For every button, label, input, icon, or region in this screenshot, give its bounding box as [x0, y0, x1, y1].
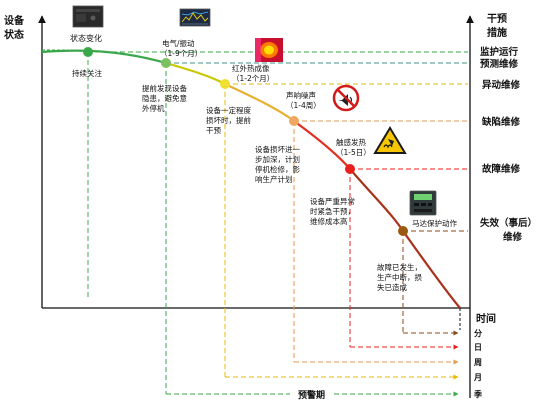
stage-title-electrical-1: 电气/振动 [162, 38, 195, 48]
stage-note-sound-1: 设备损坏进一 [255, 144, 300, 154]
unit-day: 日 [474, 343, 482, 352]
unit-quarter: 季 [473, 389, 483, 399]
stage-note-touch-2: 时紧急干预， [310, 206, 355, 216]
stage-point-motor-protect [398, 226, 408, 236]
stage-note-motor-1: 故障已发生， [377, 262, 422, 272]
stage-note-electrical-3: 外停机 [142, 103, 165, 113]
hot-surface-warning-icon [373, 126, 407, 154]
action-label-predict: 预测维修 [480, 58, 519, 70]
stage-title-electrical-2: （1-9个月） [160, 49, 202, 58]
no-sound-icon [332, 84, 360, 112]
right-axis-title-line2: 措施 [487, 26, 507, 39]
degradation-curve-green [41, 49, 167, 65]
monitor-device-icon [72, 5, 104, 28]
stage-point-touch-heat [345, 164, 355, 174]
right-axis-title-line1: 干预 [487, 13, 507, 25]
stage-note-infrared-1: 设备一定程度 [206, 105, 251, 115]
stage-point-sound [289, 116, 299, 126]
stage-title-touch-1: 触感发热 [336, 137, 366, 147]
stage-note-touch-3: 维修成本高 [310, 216, 348, 226]
stage-note-electrical-1: 提前发现设备 [142, 83, 187, 93]
x-axis-title: 时间 [476, 312, 496, 325]
stage-point-electrical [161, 58, 171, 68]
action-label-failure-line1: 失效（事后） [480, 217, 537, 229]
stage-title-state-change: 状态变化 [70, 33, 102, 43]
y-axis-title-line1: 设备 [4, 14, 25, 27]
stage-title-sound-2: （1-4周） [286, 101, 321, 110]
stage-title-motor: 马达保护动作 [412, 218, 457, 228]
stage-title-infrared-1: 红外热成像 [232, 63, 270, 73]
thermal-image-icon [255, 38, 283, 62]
unit-month: 月 [473, 373, 482, 382]
unit-week: 周 [474, 358, 482, 367]
stage-note-motor-3: 失已造成 [377, 282, 407, 292]
warning-period-label: 预警期 [298, 389, 325, 401]
stage-note-touch-1: 设备严重异常 [310, 196, 355, 206]
stage-title-touch-2: （1-5日） [336, 148, 371, 157]
degradation-curve-red [293, 120, 351, 170]
action-label-fault: 故障维修 [482, 163, 521, 175]
stage-note-sound-2: 步加深，计划 [255, 154, 300, 164]
stage-note-sound-4: 响生产计划 [255, 174, 293, 184]
action-label-abnormal: 异动维修 [482, 79, 521, 91]
motor-protector-icon [409, 190, 437, 216]
stage-title-infrared-2: （1-2个月） [232, 74, 274, 83]
action-label-failure-line2: 维修 [503, 231, 523, 243]
stage-point-infrared [220, 79, 230, 89]
stage-title-sound-1: 声响噪声 [286, 90, 316, 100]
stage-note-sound-3: 停机检修，影 [255, 164, 300, 174]
unit-min: 分 [474, 328, 482, 338]
stage-point-state-change [83, 47, 93, 57]
action-label-defect: 缺陷维修 [481, 116, 521, 128]
y-axis-title-line2: 状态 [4, 28, 24, 41]
spectrum-analyzer-icon [179, 8, 211, 27]
stage-note-infrared-2: 损坏时，提前 [206, 115, 251, 125]
degradation-curve-orange [224, 83, 295, 122]
action-label-monitor: 监护运行 [480, 46, 519, 58]
stage-note-motor-2: 生产中断，损 [377, 272, 422, 282]
stage-note-electrical-2: 隐患，避免意 [142, 93, 187, 103]
stage-note-state-change: 持续关注 [72, 68, 102, 78]
degradation-curve-yellow [165, 61, 226, 85]
stage-note-infrared-3: 干预 [206, 125, 221, 135]
